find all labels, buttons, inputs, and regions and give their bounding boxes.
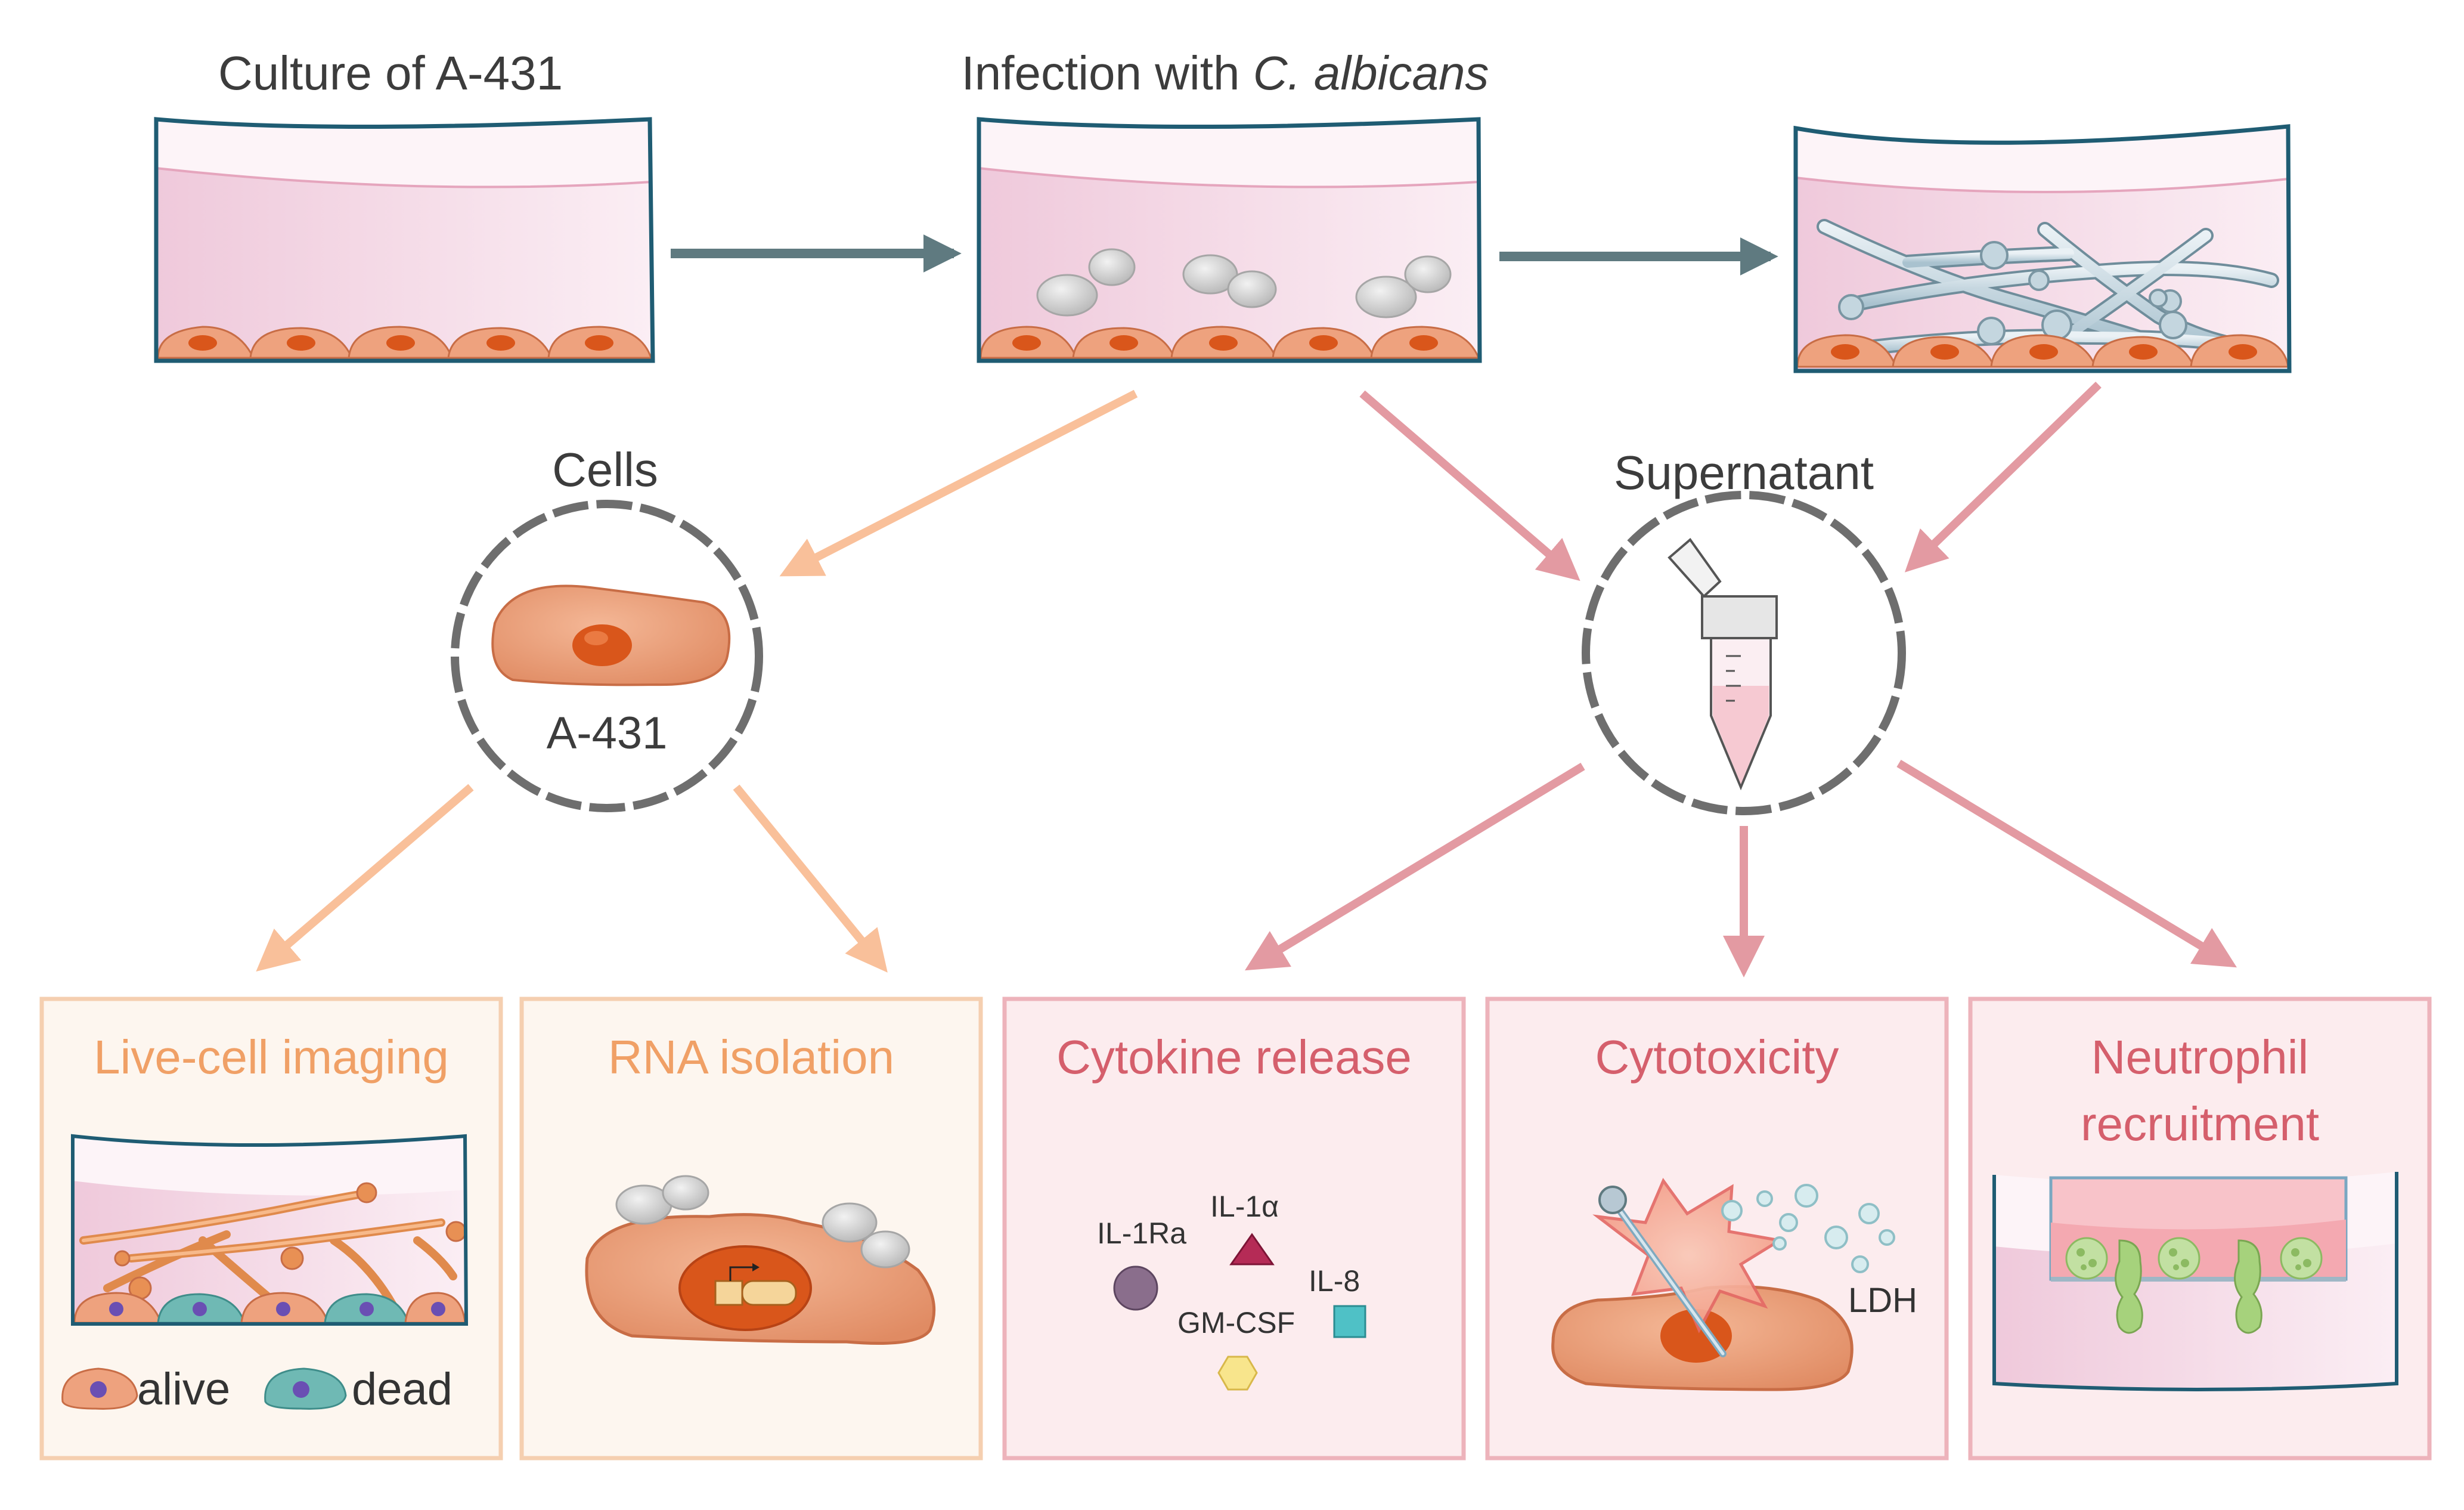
transwell (1992, 1172, 2398, 1391)
cell-name: A-431 (547, 708, 668, 759)
arrow-hyphae-to-supernatant (1904, 381, 2102, 573)
il8-icon (1333, 1305, 1366, 1338)
panel-title-line1: Neutrophil (2091, 1031, 2309, 1084)
needle-icon (1598, 1186, 1727, 1357)
arrow-infection-to-supernatant (1359, 390, 1580, 581)
arrow-cells-to-rna (733, 784, 888, 973)
yeast-cell (1182, 254, 1277, 308)
cells-label: Cells (552, 443, 658, 496)
panel-title: Cytotoxicity (1595, 1031, 1839, 1084)
hyphae-well (1793, 124, 2292, 373)
cytokine-il8-label: IL-8 (1309, 1264, 1360, 1298)
panel-title: Live-cell imaging (94, 1031, 449, 1084)
culture-well (154, 117, 655, 363)
arrow-supernatant-to-cytokine (1245, 763, 1585, 971)
infection-title: Infection with C. albicans (962, 47, 1489, 100)
il1ra-icon (1113, 1265, 1158, 1311)
legend-dead: dead (264, 1364, 452, 1415)
panel-rna-isolation: RNA isolation (519, 997, 983, 1461)
panel-title: RNA isolation (608, 1031, 894, 1084)
hypha-spheres (1838, 241, 2187, 345)
arrow-cells-to-imaging (256, 784, 474, 972)
ldh-label: LDH (1848, 1281, 1917, 1320)
panel-cytokine-release: Cytokine release IL-1Ra IL-1α IL-8 GM-CS… (1002, 997, 1466, 1461)
cells-circle: A-431 (451, 500, 763, 812)
cytokine-il1a-label: IL-1α (1210, 1190, 1279, 1223)
yeast-cell (822, 1202, 910, 1268)
cytokine-il1ra-label: IL-1Ra (1097, 1217, 1186, 1250)
imaging-well (71, 1134, 469, 1326)
supernatant-label: Supernatant (1614, 446, 1874, 499)
il1a-icon (1229, 1233, 1275, 1265)
infection-title-species: C. albicans (1253, 47, 1489, 100)
cell-layer (1796, 334, 2289, 368)
cell-layer (980, 326, 1480, 359)
arrow-infection-to-cells (779, 389, 1138, 577)
culture-title: Culture of A-431 (218, 47, 563, 100)
yeast-cell (615, 1175, 709, 1225)
cytokine-gmcsf-label: GM-CSF (1177, 1306, 1295, 1339)
cell-icon (1551, 1285, 1854, 1391)
panel-title: Cytokine release (1056, 1031, 1412, 1084)
tube-icon (1668, 538, 1778, 791)
legend-alive: alive (61, 1364, 230, 1415)
infection-well (977, 117, 1482, 363)
supernatant-circle (1582, 491, 1906, 815)
cell-icon (585, 1213, 936, 1345)
ldh-particles (1721, 1184, 1895, 1273)
cell-layer (157, 326, 653, 359)
panel-neutrophil-recruitment: Neutrophil recruitment (1968, 997, 2432, 1461)
legend-dead-label: dead (352, 1364, 452, 1415)
cell-icon (491, 584, 731, 686)
arrow-supernatant-to-neutrophil (1896, 760, 2237, 968)
yeast-cell (1355, 255, 1452, 318)
gmcsf-icon (1217, 1356, 1258, 1391)
yeast-cell (1036, 248, 1136, 317)
panel-title-line2: recruitment (2081, 1097, 2319, 1150)
legend-alive-label: alive (137, 1364, 230, 1415)
infection-title-prefix: Infection with (962, 47, 1253, 100)
panel-cytotoxicity: Cytotoxicity LDH (1485, 997, 1949, 1461)
lysis-blob (1592, 1177, 1784, 1333)
cell-layer (73, 1292, 466, 1324)
panel-live-cell-imaging: Live-cell imaging (39, 997, 503, 1461)
neutrophil-icon (2065, 1237, 2323, 1334)
